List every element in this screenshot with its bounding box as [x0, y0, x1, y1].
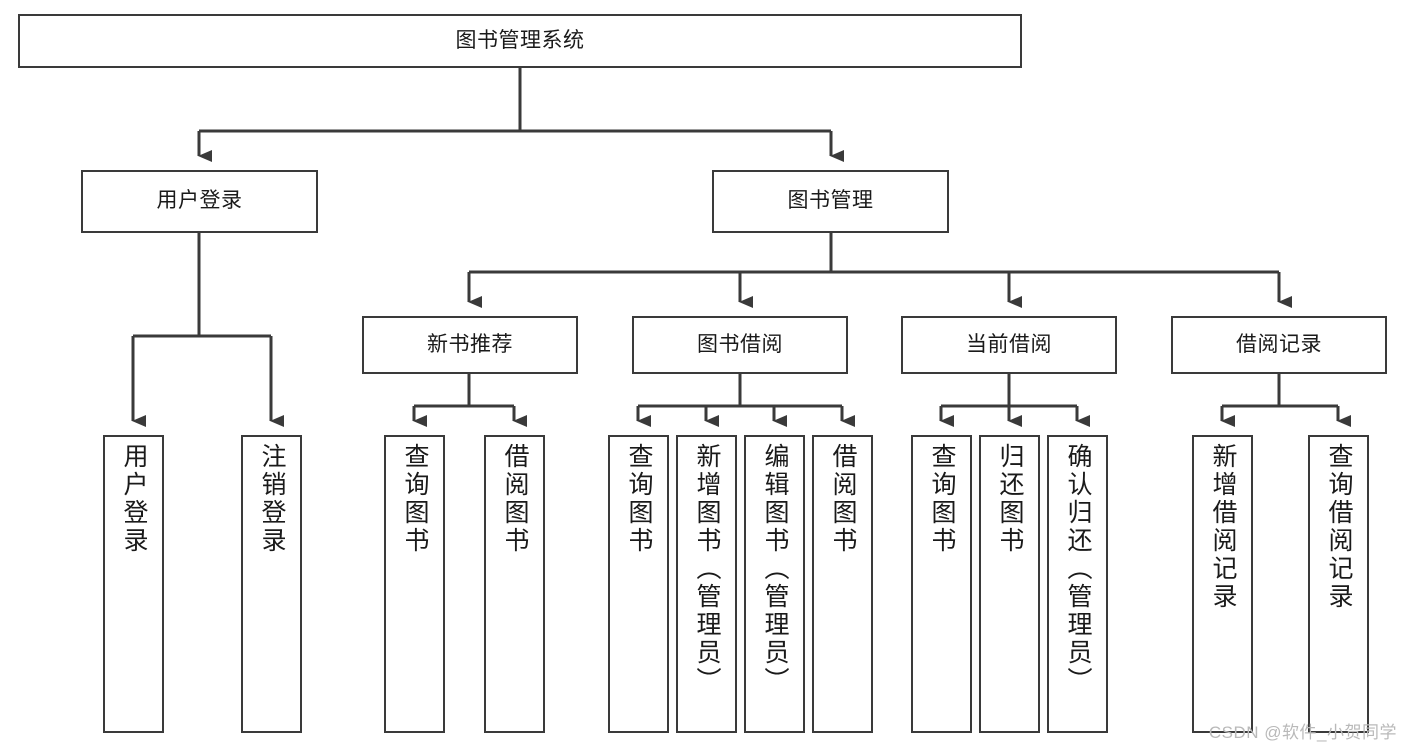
leaf-add-book[interactable]: 新增图书（管理员） [676, 435, 737, 733]
leaf-query-record-label: 查询借阅记录 [1325, 443, 1353, 611]
leaf-user-login[interactable]: 用户登录 [103, 435, 164, 733]
leaf-add-record[interactable]: 新增借阅记录 [1192, 435, 1253, 733]
node-current-borrow[interactable]: 当前借阅 [901, 316, 1117, 374]
leaf-query-book-2[interactable]: 查询图书 [608, 435, 669, 733]
node-borrow-record-label: 借阅记录 [1236, 332, 1322, 356]
node-user-login-label: 用户登录 [156, 189, 243, 213]
leaf-confirm-return-label: 确认归还（管理员） [1064, 443, 1092, 695]
leaf-query-book-2-label: 查询图书 [625, 443, 653, 555]
leaf-return-book-label: 归还图书 [996, 443, 1024, 555]
leaf-borrow-book-2[interactable]: 借阅图书 [812, 435, 873, 733]
leaf-borrow-book-1-label: 借阅图书 [501, 443, 529, 555]
leaf-query-record[interactable]: 查询借阅记录 [1308, 435, 1369, 733]
leaf-user-logout-label: 注销登录 [258, 443, 286, 555]
node-book-manage[interactable]: 图书管理 [712, 170, 949, 233]
node-book-manage-label: 图书管理 [787, 189, 874, 213]
leaf-borrow-book-2-label: 借阅图书 [829, 443, 857, 555]
leaf-user-login-label: 用户登录 [120, 443, 148, 555]
leaf-confirm-return[interactable]: 确认归还（管理员） [1047, 435, 1108, 733]
node-new-book-rec-label: 新书推荐 [427, 332, 513, 356]
leaf-user-logout[interactable]: 注销登录 [241, 435, 302, 733]
leaf-edit-book[interactable]: 编辑图书（管理员） [744, 435, 805, 733]
node-book-borrow-label: 图书借阅 [697, 332, 783, 356]
leaf-add-book-label: 新增图书（管理员） [693, 443, 721, 695]
leaf-add-record-label: 新增借阅记录 [1209, 443, 1237, 611]
leaf-query-book-1[interactable]: 查询图书 [384, 435, 445, 733]
node-book-borrow[interactable]: 图书借阅 [632, 316, 848, 374]
node-borrow-record[interactable]: 借阅记录 [1171, 316, 1387, 374]
leaf-edit-book-label: 编辑图书（管理员） [761, 443, 789, 695]
node-root[interactable]: 图书管理系统 [18, 14, 1022, 68]
node-current-borrow-label: 当前借阅 [966, 332, 1052, 356]
leaf-borrow-book-1[interactable]: 借阅图书 [484, 435, 545, 733]
leaf-query-book-3[interactable]: 查询图书 [911, 435, 972, 733]
node-user-login[interactable]: 用户登录 [81, 170, 318, 233]
leaf-query-book-3-label: 查询图书 [928, 443, 956, 555]
leaf-return-book[interactable]: 归还图书 [979, 435, 1040, 733]
node-root-label: 图书管理系统 [455, 28, 585, 52]
node-new-book-rec[interactable]: 新书推荐 [362, 316, 578, 374]
leaf-query-book-1-label: 查询图书 [401, 443, 429, 555]
